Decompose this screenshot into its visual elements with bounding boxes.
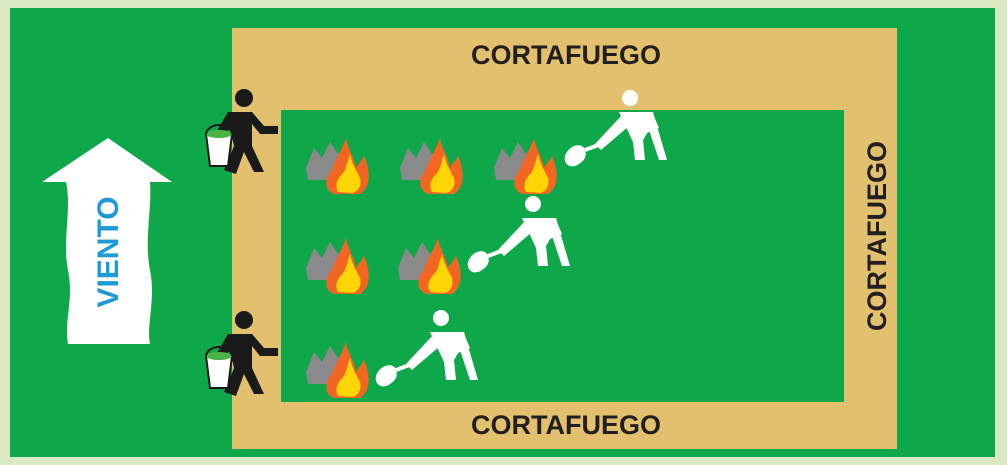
firebreak-bottom-strip (232, 402, 897, 449)
wind-arrow-icon (42, 138, 172, 344)
firebreak-label-top: CORTAFUEGO (471, 40, 661, 70)
firebreak-right-strip (844, 28, 897, 449)
firebreak-top-strip (232, 28, 897, 110)
firebreak-label-bottom: CORTAFUEGO (471, 410, 661, 440)
firebreak-frame (232, 28, 897, 449)
firebreak-label-right: CORTAFUEGO (862, 141, 892, 331)
wind-label: VIENTO (92, 196, 125, 307)
